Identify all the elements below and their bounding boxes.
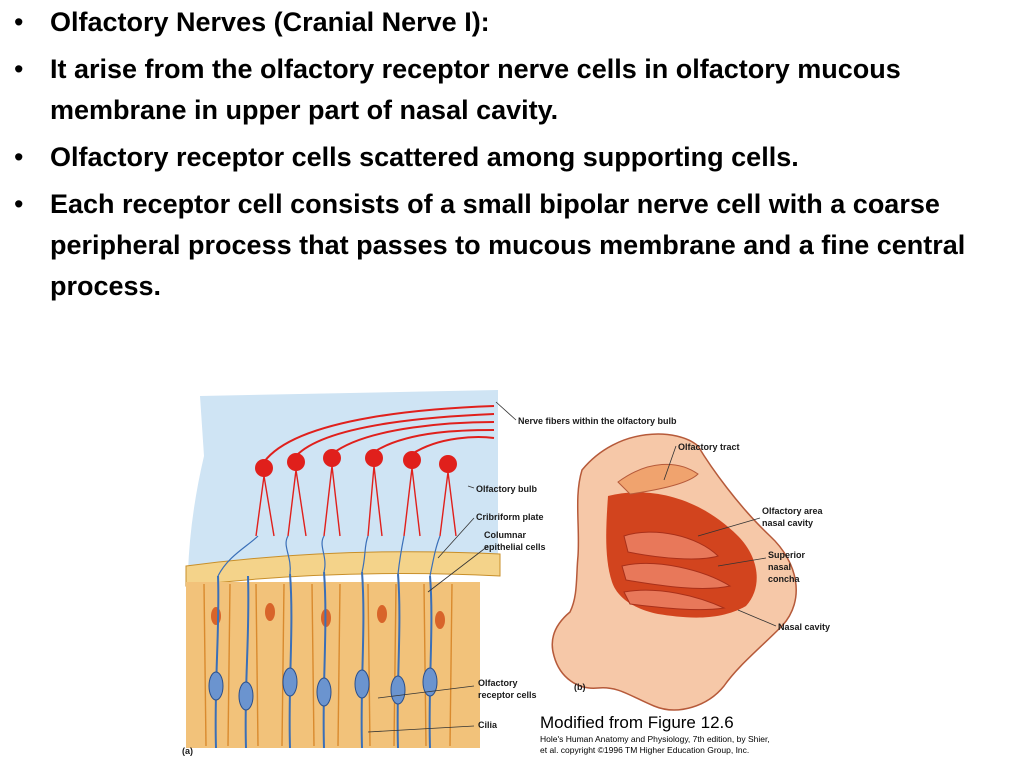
figure-caption-line-1: Hole's Human Anatomy and Physiology, 7th… xyxy=(540,734,770,744)
bullet-list: • Olfactory Nerves (Cranial Nerve I): • It… xyxy=(14,2,1014,313)
panel-b-drawing xyxy=(551,433,797,711)
label-receptor-1: Olfactory xyxy=(478,678,518,688)
label-columnar-2: epithelial cells xyxy=(484,542,546,552)
label-receptor-2: receptor cells xyxy=(478,690,537,700)
olfactory-bulb-b xyxy=(617,463,699,495)
label-cribriform-plate: Cribriform plate xyxy=(476,512,544,522)
bullet-item-2: • It arise from the olfactory receptor ne… xyxy=(14,49,1014,131)
bullet-dot: • xyxy=(14,54,24,84)
nasal-conchae xyxy=(621,531,732,611)
label-nasal-cavity: Nasal cavity xyxy=(778,622,830,632)
nerve-fibers xyxy=(263,405,495,463)
bullet-item-1: • Olfactory Nerves (Cranial Nerve I): xyxy=(14,2,1014,43)
bullet-dot: • xyxy=(14,142,24,172)
label-panel-a: (a) xyxy=(182,746,193,756)
bullet-text-3: Olfactory receptor cells scattered among… xyxy=(50,142,799,172)
supporting-cell-nuclei xyxy=(211,603,445,629)
label-superior-1: Superior xyxy=(768,550,806,560)
label-nerve-fibers: Nerve fibers within the olfactory bulb xyxy=(518,416,677,426)
mitral-dendrites xyxy=(255,465,457,537)
figure-caption-main: Modified from Figure 12.6 xyxy=(540,713,734,732)
receptor-cells xyxy=(214,571,433,749)
mitral-cells xyxy=(255,449,457,477)
glomeruli xyxy=(217,535,441,577)
bullet-text-2: It arise from the olfactory receptor ner… xyxy=(50,54,901,125)
bullet-text-4: Each receptor cell consists of a small b… xyxy=(50,189,966,301)
olfactory-illustration: Nerve fibers within the olfactory bulb O… xyxy=(182,390,830,756)
label-olfactory-area-2: nasal cavity xyxy=(762,518,813,528)
panel-a-drawing xyxy=(185,390,517,749)
label-panel-b: (b) xyxy=(574,682,586,692)
label-columnar-1: Columnar xyxy=(484,530,527,540)
label-superior-3: concha xyxy=(768,574,801,584)
figure-caption-line-2: et al. copyright ©1996 TM Higher Educati… xyxy=(540,745,749,755)
label-superior-2: nasal xyxy=(768,562,791,572)
supporting-cells xyxy=(203,583,453,747)
label-olfactory-area-1: Olfactory area xyxy=(762,506,824,516)
bullet-item-3: • Olfactory receptor cells scattered amon… xyxy=(14,137,1014,178)
label-leaders-b xyxy=(663,445,777,627)
label-leaders-a xyxy=(367,401,517,733)
bullet-item-4: • Each receptor cell consists of a small … xyxy=(14,184,1014,307)
label-cilia: Cilia xyxy=(478,720,498,730)
bullet-text-1: Olfactory Nerves (Cranial Nerve I): xyxy=(50,7,490,37)
label-olfactory-bulb: Olfactory bulb xyxy=(476,484,538,494)
label-olfactory-tract: Olfactory tract xyxy=(678,442,740,452)
bullet-dot: • xyxy=(14,189,24,219)
bullet-dot: • xyxy=(14,7,24,37)
receptor-cell-bodies xyxy=(208,667,438,711)
olfactory-figure: Nerve fibers within the olfactory bulb O… xyxy=(178,386,858,766)
